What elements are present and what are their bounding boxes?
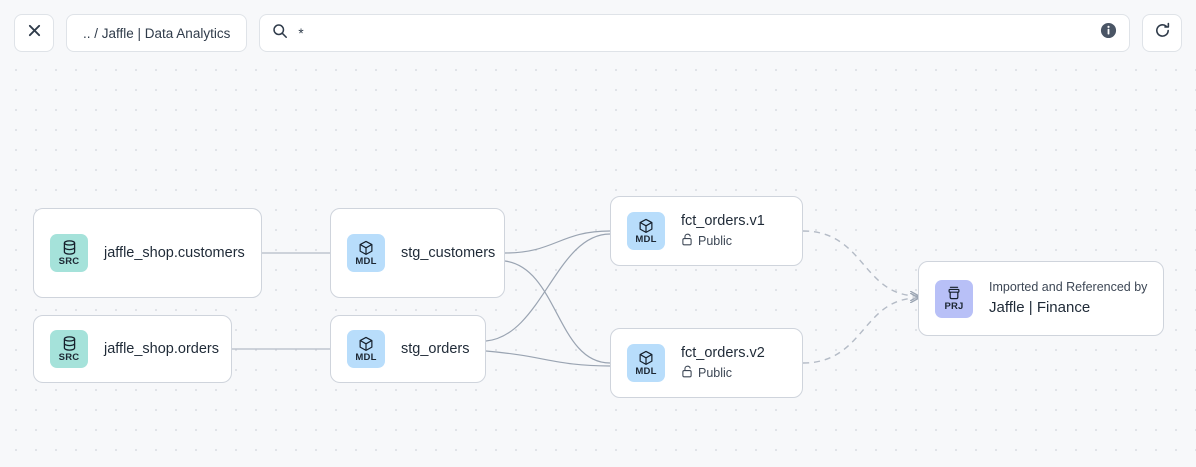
search-icon bbox=[272, 23, 288, 44]
lineage-canvas[interactable]: SRC jaffle_shop.customers SRC jaffle_sh bbox=[0, 56, 1196, 467]
database-icon bbox=[61, 335, 78, 352]
lock-open-icon bbox=[681, 365, 693, 383]
node-access: Public bbox=[681, 365, 765, 383]
edge-stg-customers-to-fct-v1 bbox=[504, 230, 611, 254]
node-title: fct_orders.v2 bbox=[681, 344, 765, 361]
node-title: jaffle_shop.orders bbox=[104, 340, 220, 357]
project-icon bbox=[946, 285, 962, 301]
node-jaffle-shop-customers[interactable]: SRC jaffle_shop.customers bbox=[33, 208, 262, 298]
node-title: stg_customers bbox=[401, 244, 496, 261]
edge-stg-customers-to-fct-v2 bbox=[504, 260, 611, 364]
node-fct-orders-v1[interactable]: MDL fct_orders.v1 Public bbox=[610, 196, 803, 266]
breadcrumb-button[interactable]: .. / Jaffle | Data Analytics bbox=[66, 14, 248, 52]
edge-stg-orders-to-fct-v2 bbox=[485, 350, 611, 367]
node-stg-orders[interactable]: MDL stg_orders bbox=[330, 315, 486, 383]
node-stg-customers[interactable]: MDL stg_customers bbox=[330, 208, 505, 298]
search-input[interactable] bbox=[298, 25, 1100, 41]
lock-open-icon bbox=[681, 233, 693, 251]
badge-label: PRJ bbox=[944, 301, 964, 312]
node-body: fct_orders.v2 Public bbox=[681, 344, 765, 383]
edge-fct-v1-to-prj bbox=[802, 230, 918, 296]
search-field[interactable] bbox=[259, 14, 1130, 52]
close-button[interactable] bbox=[14, 14, 54, 52]
cube-icon bbox=[638, 218, 654, 234]
badge-label: MDL bbox=[355, 351, 377, 363]
node-body: jaffle_shop.customers bbox=[104, 244, 245, 263]
cube-icon bbox=[358, 336, 374, 352]
edge-fct-v2-to-prj bbox=[802, 298, 918, 364]
badge-mdl: MDL bbox=[347, 234, 385, 272]
node-access: Public bbox=[681, 233, 765, 251]
node-project-jaffle-finance[interactable]: PRJ Imported and Referenced by Jaffle | … bbox=[918, 261, 1164, 336]
badge-mdl: MDL bbox=[627, 344, 665, 382]
node-body: stg_customers bbox=[401, 244, 496, 263]
node-title: stg_orders bbox=[401, 340, 470, 357]
badge-label: MDL bbox=[635, 233, 657, 245]
database-icon bbox=[61, 239, 78, 256]
node-jaffle-shop-orders[interactable]: SRC jaffle_shop.orders bbox=[33, 315, 232, 383]
badge-prj: PRJ bbox=[935, 279, 973, 318]
node-title: jaffle_shop.customers bbox=[104, 244, 245, 261]
refresh-icon bbox=[1154, 22, 1171, 44]
node-body: stg_orders bbox=[401, 340, 470, 359]
cube-icon bbox=[358, 240, 374, 256]
info-icon[interactable] bbox=[1100, 22, 1117, 44]
badge-label: SRC bbox=[58, 352, 80, 363]
refresh-button[interactable] bbox=[1142, 14, 1182, 52]
node-body: Imported and Referenced by Jaffle | Fina… bbox=[989, 279, 1147, 318]
node-project-name: Jaffle | Finance bbox=[989, 299, 1091, 316]
badge-label: MDL bbox=[355, 255, 377, 267]
badge-src: SRC bbox=[50, 330, 88, 368]
badge-mdl: MDL bbox=[627, 212, 665, 250]
toolbar: .. / Jaffle | Data Analytics bbox=[0, 0, 1196, 66]
node-fct-orders-v2[interactable]: MDL fct_orders.v2 Public bbox=[610, 328, 803, 398]
node-body: jaffle_shop.orders bbox=[104, 340, 220, 359]
badge-label: SRC bbox=[58, 256, 80, 267]
node-title: fct_orders.v1 bbox=[681, 212, 765, 229]
node-caption: Imported and Referenced by bbox=[989, 280, 1148, 294]
badge-mdl: MDL bbox=[347, 330, 385, 368]
badge-src: SRC bbox=[50, 234, 88, 272]
node-body: fct_orders.v1 Public bbox=[681, 212, 765, 251]
close-icon bbox=[27, 23, 42, 43]
access-label: Public bbox=[698, 366, 733, 380]
breadcrumb-label: .. / Jaffle | Data Analytics bbox=[83, 25, 231, 41]
access-label: Public bbox=[698, 234, 733, 248]
cube-icon bbox=[638, 350, 654, 366]
badge-label: MDL bbox=[635, 365, 657, 377]
